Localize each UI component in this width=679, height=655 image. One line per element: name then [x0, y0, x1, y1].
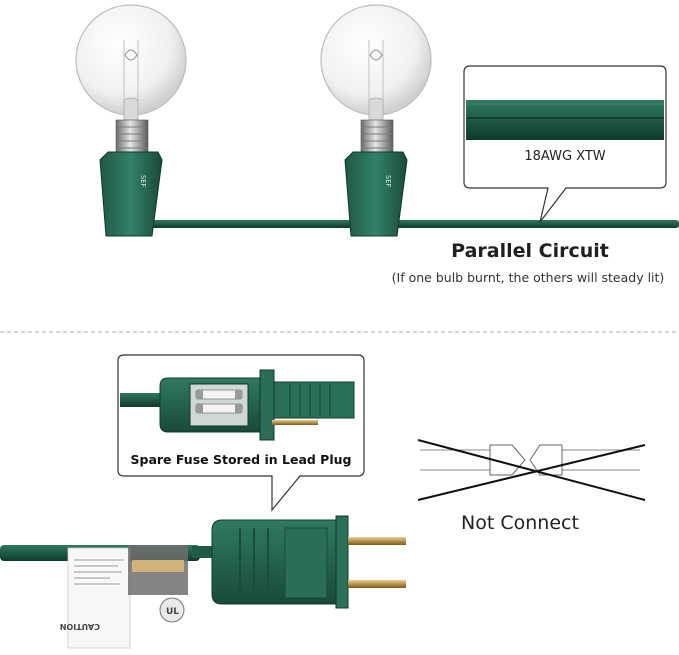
cord-tag-text: CAUTION: [60, 622, 100, 631]
plug-prong-bottom: [348, 580, 406, 588]
bulb-right: SEF: [320, 4, 432, 237]
wire-print-type: SPT-1W: [605, 126, 634, 135]
main-wire: [140, 220, 679, 228]
ul-logo-icon: [159, 597, 185, 623]
parallel-circuit-title: Parallel Circuit: [451, 240, 609, 262]
plug-prong-top: [348, 537, 406, 545]
parallel-circuit-subtitle: (If one bulb burnt, the others will stea…: [391, 270, 665, 285]
wire-callout: BRIGHT c(UL) SPT-1W: [463, 65, 667, 223]
cord-tag: CAUTION UL: [60, 545, 188, 649]
fuse-callout-label: Spare Fuse Stored in Lead Plug: [130, 452, 352, 467]
socket-mark: SEF: [139, 175, 147, 188]
svg-text:UL: UL: [166, 607, 179, 617]
crossed-connector-icon: [417, 439, 646, 501]
fuse-icon: [189, 383, 249, 427]
socket-mark: SEF: [384, 175, 392, 188]
wire-print-brand: BRIGHT: [474, 126, 503, 135]
wire-print-mark: c(UL): [543, 126, 567, 135]
fuse-callout: [117, 354, 365, 512]
wire-gauge-label: 18AWG XTW: [524, 149, 606, 164]
lead-plug: [192, 515, 406, 609]
not-connect-label: Not Connect: [461, 512, 579, 534]
bulb-left: SEF: [75, 4, 187, 237]
lead-plug-icon: [159, 369, 355, 441]
